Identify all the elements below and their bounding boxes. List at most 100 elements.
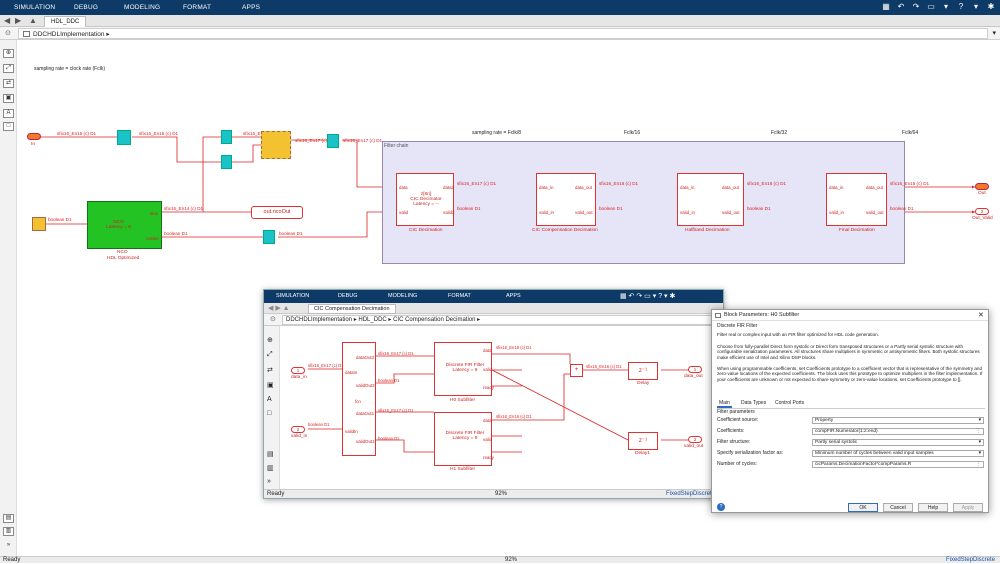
breadcrumb[interactable]: DDCHDLImplementation ▸: [18, 28, 988, 39]
tab-modeling[interactable]: MODELING: [124, 4, 161, 11]
chevron-down-icon[interactable]: ▾: [992, 30, 996, 37]
image-icon[interactable]: ▣: [3, 94, 14, 103]
constant-block[interactable]: [32, 217, 46, 231]
inner-tab-format[interactable]: FORMAT: [448, 293, 471, 299]
fit-view-icon[interactable]: ⤢: [3, 64, 14, 73]
model-browser-icon[interactable]: ▤: [3, 514, 14, 523]
area-icon[interactable]: □: [267, 410, 272, 417]
signal-block[interactable]: [117, 130, 131, 145]
inner-breadcrumb[interactable]: DDCHDLImplementation ▸ HDL_DDC ▸ CIC Com…: [282, 315, 720, 325]
cycles-input[interactable]: cicParams.DecimationFactor*compParams.R⋮: [812, 461, 984, 468]
inner-tab[interactable]: CIC Compensation Decimation: [308, 304, 396, 314]
serialization-select[interactable]: Minimum number of cycles between valid i…: [812, 450, 984, 457]
rate-label: Fclk/32: [771, 130, 788, 136]
fcn-block[interactable]: dataIn validIn dataOut2 validOut2 dataOu…: [342, 342, 376, 456]
chevron-down-icon[interactable]: ▾: [943, 2, 948, 11]
annotation-icon[interactable]: A: [3, 109, 14, 118]
ok-button[interactable]: OK: [848, 503, 878, 512]
outport-valid-out[interactable]: 2: [688, 436, 702, 443]
zoom-icon[interactable]: ⊕: [3, 49, 14, 58]
subsystem-window[interactable]: SIMULATION DEBUG MODELING FORMAT APPS ▦ …: [263, 289, 724, 499]
final-decimation-block[interactable]: data_in valid_in data_out valid_out: [826, 173, 887, 226]
tab-main[interactable]: Main: [717, 400, 732, 408]
inport-data-in[interactable]: 1: [291, 367, 305, 374]
dock-icon[interactable]: ▦ ↶ ↷ ▭ ▾ ? ▾ ✱: [620, 293, 676, 300]
fit-view-icon[interactable]: ⤢: [267, 351, 273, 358]
signal-block[interactable]: [327, 134, 339, 148]
cic-compensation-block[interactable]: data_in valid_in data_out valid_out: [536, 173, 596, 226]
tab-simulation[interactable]: SIMULATION: [14, 4, 56, 11]
filter-structure-select[interactable]: Partly serial systolic▾: [812, 439, 984, 446]
inport-in[interactable]: [27, 133, 41, 140]
arrow-icon[interactable]: ⇄: [267, 367, 273, 374]
inner-tab-simulation[interactable]: SIMULATION: [276, 293, 310, 299]
help-icon[interactable]: ?: [717, 503, 725, 511]
tab-apps[interactable]: APPS: [242, 4, 261, 11]
library-icon[interactable]: ▥: [267, 465, 274, 472]
tab-debug[interactable]: DEBUG: [74, 4, 99, 11]
h0-subfilter-block[interactable]: Discrete FIR Filter Latency = 9 data val…: [434, 342, 494, 396]
explorer-icon[interactable]: ⊙: [270, 316, 276, 323]
signal-block[interactable]: [221, 155, 232, 169]
product-block[interactable]: [261, 131, 291, 159]
back-icon[interactable]: ◀: [4, 16, 11, 25]
halfband-block[interactable]: data_in valid_in data_out valid_out: [677, 173, 744, 226]
solver-link[interactable]: FixedStepDiscrete: [666, 491, 716, 497]
cancel-button[interactable]: Cancel: [883, 503, 913, 512]
tab-format[interactable]: FORMAT: [183, 4, 212, 11]
inport-valid-in[interactable]: 2: [291, 426, 305, 433]
model-browser-icon[interactable]: ▤: [267, 451, 274, 458]
image-icon[interactable]: ▣: [267, 382, 274, 389]
help-icon[interactable]: ?: [958, 2, 964, 11]
up-icon[interactable]: ▲: [29, 16, 37, 25]
solver-link[interactable]: FixedStepDiscrete: [946, 557, 996, 563]
fcn-port: dataOut2: [356, 355, 375, 360]
cic-decimation-block[interactable]: z[8n] CIC Decimator Latency = -- data va…: [396, 173, 454, 226]
coefficient-source-select[interactable]: Property▾: [812, 417, 984, 424]
explorer-icon[interactable]: ⊙: [5, 30, 11, 37]
breadcrumb-item[interactable]: DDCHDLImplementation: [33, 31, 105, 38]
sum-block[interactable]: +: [570, 364, 583, 377]
outport-data-out[interactable]: 1: [688, 366, 702, 373]
block-parameters-dialog[interactable]: Block Parameters: H0 Subfilter ✕ Discret…: [711, 309, 989, 513]
h1-subfilter-block[interactable]: Discrete FIR Filter Latency = 9 data val…: [434, 412, 494, 466]
back-icon[interactable]: ◀ ▶ ▲: [268, 305, 290, 312]
zoom-icon[interactable]: ⊕: [267, 337, 273, 344]
inner-tab-debug[interactable]: DEBUG: [338, 293, 358, 299]
breadcrumb-item[interactable]: HDL_DDC: [358, 317, 387, 323]
outport-out[interactable]: [975, 183, 989, 190]
tab-bar: ◀ ▶ ▲ HDL_DDC: [0, 15, 1000, 27]
expand-icon[interactable]: »: [267, 478, 271, 485]
breadcrumb-item[interactable]: DDCHDLImplementation: [286, 317, 353, 323]
goto-ncoout[interactable]: out.ncoOut: [251, 206, 303, 219]
inner-tab-apps[interactable]: APPS: [506, 293, 521, 299]
nco-block[interactable]: NCO Latency = 6 sine cosine: [87, 201, 162, 249]
area-icon[interactable]: □: [3, 122, 14, 131]
signal-block[interactable]: [263, 230, 275, 244]
forward-icon[interactable]: ▶: [15, 16, 22, 25]
expand-icon[interactable]: »: [6, 542, 11, 548]
inner-tab-modeling[interactable]: MODELING: [388, 293, 418, 299]
tab-hdl-ddc[interactable]: HDL_DDC: [44, 16, 87, 27]
filter-chain-area[interactable]: [382, 141, 905, 264]
redo-icon[interactable]: ↷: [912, 2, 920, 11]
arrow-icon[interactable]: ⇄: [3, 79, 14, 88]
breadcrumb-item[interactable]: CIC Compensation Decimation: [393, 317, 476, 323]
chevron-down-icon[interactable]: ▾: [973, 2, 978, 11]
gear-icon[interactable]: ✱: [987, 2, 995, 11]
help-button[interactable]: Help: [918, 503, 948, 512]
undo-icon[interactable]: ↶: [897, 2, 905, 11]
delay-block[interactable]: z⁻¹: [628, 362, 658, 380]
signal-block[interactable]: [221, 130, 232, 144]
delay1-block[interactable]: z⁻¹: [628, 432, 658, 450]
window-icon[interactable]: ▭: [927, 2, 935, 11]
dock-icon[interactable]: ▦: [882, 2, 890, 11]
apply-button[interactable]: Apply: [953, 503, 983, 512]
library-icon[interactable]: ▥: [3, 527, 14, 536]
close-icon[interactable]: ✕: [978, 312, 984, 319]
coefficients-input[interactable]: compFIR.Numerator(1:2:end)⋮: [812, 428, 984, 435]
annotation-icon[interactable]: A: [267, 396, 272, 403]
outport-valid[interactable]: 2: [975, 208, 989, 215]
tab-control-ports[interactable]: Control Ports: [775, 400, 805, 406]
tab-data-types[interactable]: Data Types: [741, 400, 767, 406]
